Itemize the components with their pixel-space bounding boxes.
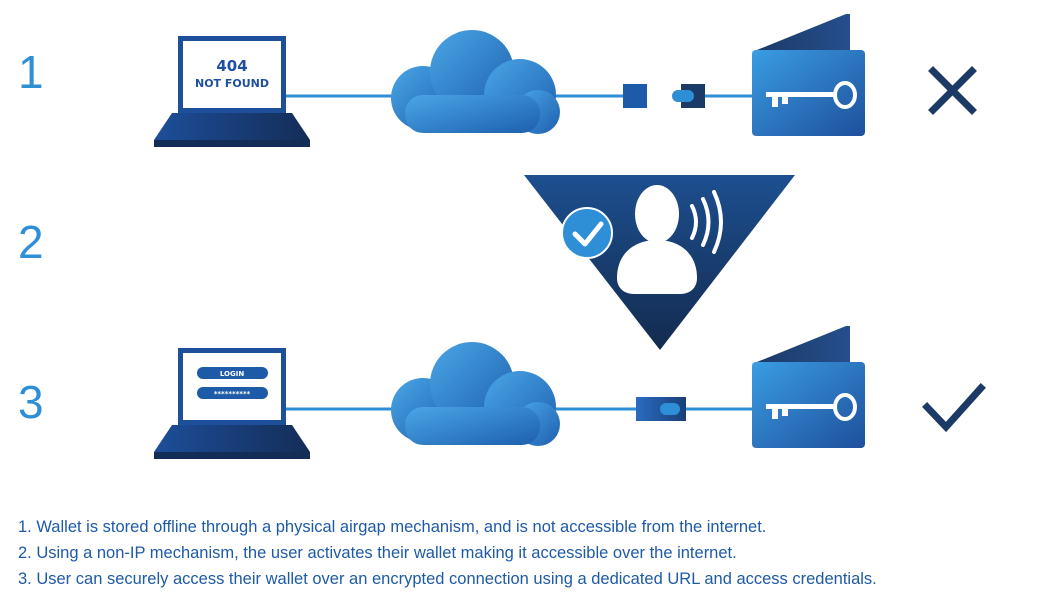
login-button [197,367,268,379]
caption-step-1: 1. Wallet is stored offline through a ph… [18,518,767,536]
caption-step-2: 2. Using a non-IP mechanism, the user ac… [18,544,737,562]
cross-icon [928,66,977,115]
airgap-diagram: 1 404 NOT FOUND [18,14,986,459]
step-1-number: 1 [18,46,44,98]
laptop-icon: 404 NOT FOUND [154,36,310,147]
wallet-key-icon [752,14,865,136]
error-message-text: NOT FOUND [195,77,269,90]
step-1-row: 1 404 NOT FOUND [18,14,977,147]
caption-step-3: 3. User can securely access their wallet… [18,570,877,588]
step-3-number: 3 [18,376,44,428]
check-icon [922,383,986,433]
caption-list: 1. Wallet is stored offline through a ph… [18,514,1048,592]
connector-plug-icon [636,397,686,421]
step-3-row: 3 LOGIN ********** [18,326,986,459]
step-2-row: 2 [18,175,795,350]
user-voice-icon [617,185,723,294]
check-badge-icon [561,207,613,259]
cloud-icon [391,30,560,134]
connector-plug-icon [623,84,705,108]
error-code-text: 404 [216,57,247,75]
step-2-number: 2 [18,216,44,268]
password-mask: ********** [214,390,251,398]
wallet-key-icon [752,326,865,448]
cloud-icon [391,342,560,446]
laptop-icon: LOGIN ********** [154,348,310,459]
login-label: LOGIN [220,370,245,378]
password-field [197,387,268,399]
